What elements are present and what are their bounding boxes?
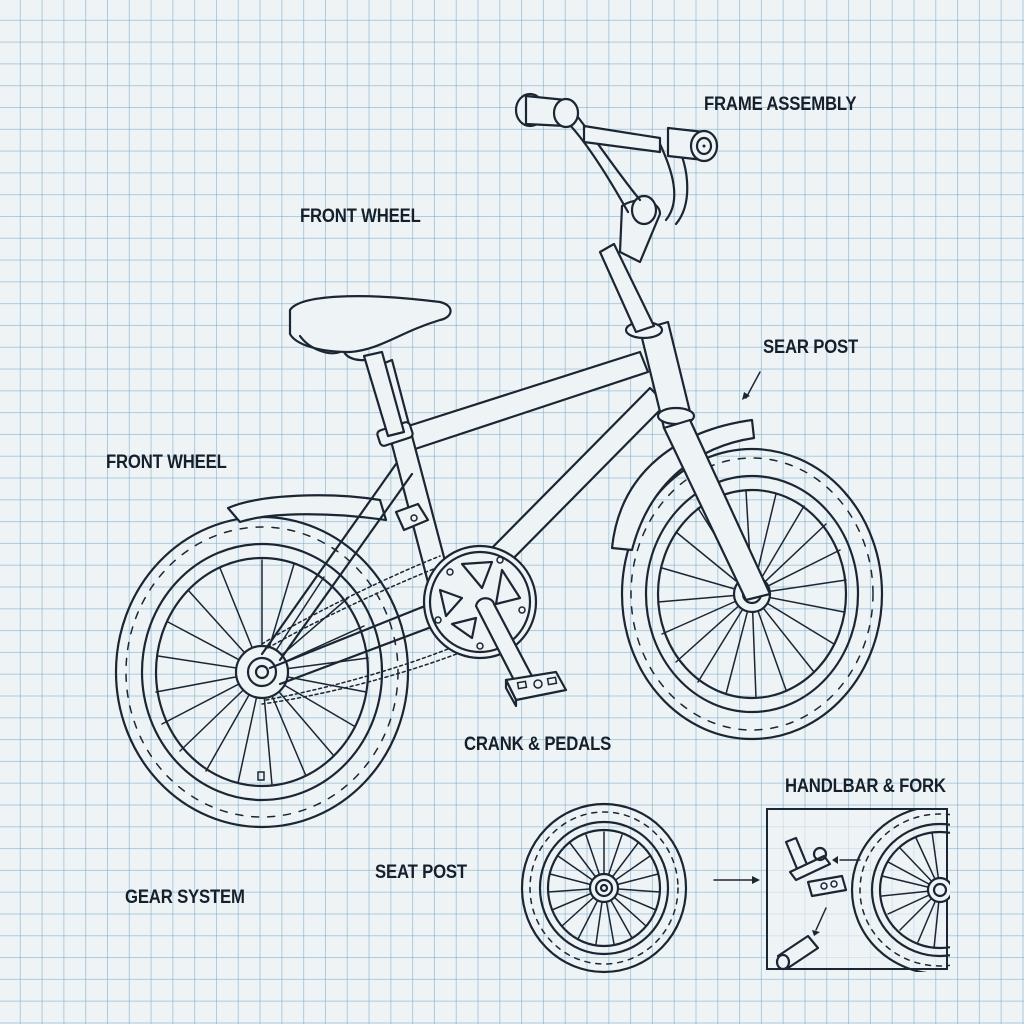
rear-pedal bbox=[394, 502, 430, 532]
inset-detail-box bbox=[766, 808, 950, 972]
inset-drawing bbox=[775, 810, 950, 972]
detached-wheel bbox=[520, 802, 688, 974]
label-front-wheel-top: FRONT WHEEL bbox=[300, 206, 421, 227]
label-sear-post: SEAR POST bbox=[763, 337, 859, 358]
label-seat-post: SEAT POST bbox=[375, 862, 467, 883]
chain bbox=[261, 555, 473, 705]
arrow-to-inset bbox=[713, 876, 760, 884]
label-handlbar-fork: HANDLBAR & FORK bbox=[785, 776, 946, 797]
saddle bbox=[288, 295, 452, 438]
pedal bbox=[504, 670, 568, 708]
label-gear-system: GEAR SYSTEM bbox=[125, 887, 245, 908]
crank-arm bbox=[474, 597, 536, 690]
sear-post-arrow bbox=[742, 371, 761, 400]
handlebar bbox=[514, 92, 719, 334]
label-frame-assembly: FRAME ASSEMBLY bbox=[704, 94, 857, 115]
label-crank-pedals: CRANK & PEDALS bbox=[464, 734, 612, 755]
label-front-wheel-left: FRONT WHEEL bbox=[106, 452, 227, 473]
rear-wheel bbox=[114, 515, 410, 829]
rear-fender bbox=[226, 494, 388, 524]
